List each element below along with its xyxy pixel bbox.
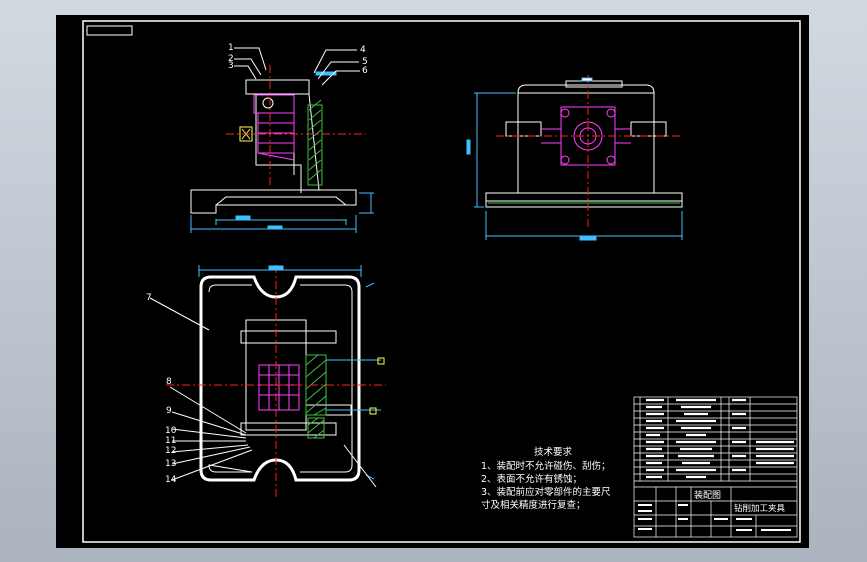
- part-balloons: 1 2 3 4 5 6 7 8 9 10 11 12 13 14: [146, 43, 368, 485]
- part-balloon-3: 3: [228, 61, 234, 71]
- title-block: [634, 486, 797, 537]
- part-balloon-2: 2: [228, 54, 234, 64]
- tech-req-line-2: 2、表面不允许有锈蚀；: [481, 473, 582, 485]
- drawing-border: [82, 20, 801, 543]
- part-balloon-13: 13: [165, 459, 176, 469]
- drawing-name-label: 钻削加工夹具: [734, 503, 786, 514]
- front-view-centerlines: [226, 65, 366, 185]
- top-view-clamp: [258, 364, 300, 411]
- part-balloon-7: 7: [146, 293, 152, 303]
- part-balloon-8: 8: [166, 377, 172, 387]
- front-view-dimensions: [190, 71, 374, 233]
- top-view-centerlines: [166, 265, 386, 500]
- part-balloon-6: 6: [362, 66, 368, 76]
- side-view-dimensions: [466, 77, 683, 241]
- parts-list-entries: [646, 398, 794, 479]
- title-block-entries: [638, 504, 791, 531]
- tech-req-title: 技术要求: [534, 446, 573, 458]
- side-view-clamp: [541, 106, 631, 166]
- part-balloon-10: 10: [165, 426, 177, 436]
- tech-req-line-4: 寸及相关精度进行复查；: [481, 499, 586, 511]
- corner-marker: [86, 25, 133, 36]
- top-view: [199, 275, 361, 482]
- tech-req-line-1: 1、装配时不允许碰伤、刮伤；: [481, 460, 611, 472]
- top-view-hatch: [305, 354, 327, 439]
- tech-requirements: 技术要求 1、装配时不允许碰伤、刮伤； 2、表面不允许有锈蚀； 3、装配前应对零…: [481, 446, 611, 511]
- parts-list: [633, 396, 798, 538]
- drawing-sheet[interactable]: 1 2 3 4 5 6 7 8 9 10 11 12 13 14 技术要求 1、…: [56, 15, 809, 548]
- part-balloon-11: 11: [165, 436, 176, 446]
- part-balloon-5: 5: [362, 57, 368, 67]
- part-balloon-14: 14: [165, 475, 177, 485]
- part-balloon-1: 1: [228, 43, 234, 53]
- part-balloon-12: 12: [165, 446, 176, 456]
- top-view-leaders: [149, 297, 377, 488]
- front-view: [190, 79, 357, 214]
- assembly-drawing: 1 2 3 4 5 6 7 8 9 10 11 12 13 14 技术要求 1、…: [82, 20, 801, 543]
- side-view-centerlines: [496, 75, 681, 230]
- part-balloon-4: 4: [360, 45, 366, 55]
- drawing-type-label: 装配图: [694, 489, 721, 501]
- part-balloon-9: 9: [166, 406, 172, 416]
- front-view-clamp: [253, 94, 295, 161]
- front-view-hatch: [308, 99, 322, 181]
- tech-req-line-3: 3、装配前应对零部件的主要尺: [481, 486, 611, 498]
- side-view: [485, 80, 683, 208]
- title-block-text: 装配图 钻削加工夹具: [694, 489, 786, 514]
- front-view-leaders: [234, 47, 360, 86]
